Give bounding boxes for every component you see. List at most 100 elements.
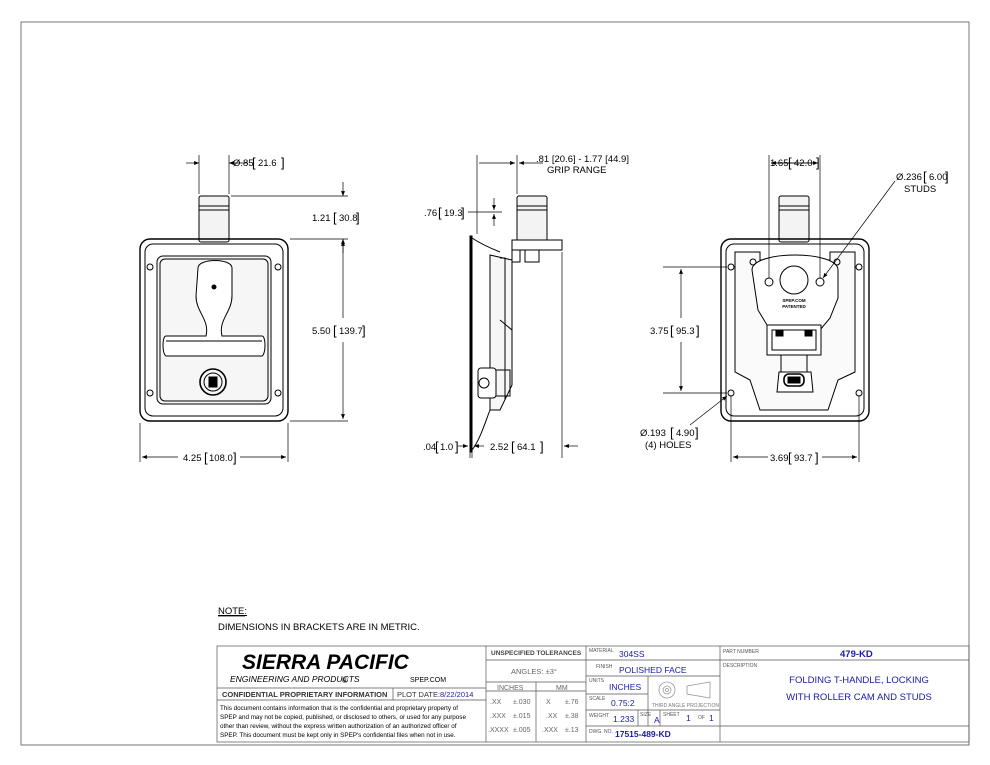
bracket: ] — [695, 425, 699, 440]
front-overall-width: 4.25 — [183, 453, 202, 464]
front-stem-dia-mm: 21.6 — [258, 158, 277, 169]
company-name: SIERRA PACIFIC — [242, 651, 410, 674]
tolerance-mm-label: MM — [556, 685, 568, 692]
bracket: [ — [333, 323, 337, 338]
tol-row-1-mm-fmt: X — [546, 699, 551, 706]
weight-value: 1.233 — [613, 714, 635, 724]
part-number-value: 479-KD — [840, 649, 873, 660]
tol-row-2-mm-val: ±.38 — [565, 713, 579, 720]
side-depth-mm: 64.1 — [517, 442, 536, 453]
tol-row-1-mm-val: ±.76 — [565, 699, 579, 706]
bracket: [ — [333, 210, 337, 225]
back-width-mm: 93.7 — [794, 453, 813, 464]
back-dims — [663, 155, 896, 462]
registered-mark: ® — [342, 676, 348, 685]
front-overall-height: 5.50 — [312, 326, 331, 337]
side-stem-offset: .76 — [424, 208, 437, 219]
dwg-no-label: DWG. NO. — [589, 729, 613, 735]
front-overall-width-mm: 108.0 — [209, 453, 233, 464]
back-stud-spacing: 1.65 — [770, 158, 789, 169]
back-hole-dia-mm: 4.90 — [676, 428, 695, 439]
confidential-heading: CONFIDENTIAL PROPRIETARY INFORMATION — [222, 690, 387, 699]
of-label: OF — [698, 715, 705, 721]
units-value: INCHES — [609, 682, 641, 692]
side-view — [469, 195, 563, 453]
back-width: 3.69 — [770, 453, 789, 464]
side-grip-range: .81 [20.6] - 1.77 [44.9] — [536, 154, 629, 165]
plot-date: 8/22/2014 — [440, 690, 473, 699]
bracket: [ — [435, 439, 439, 454]
company-sub: ENGINEERING AND PRODUCTS — [230, 674, 360, 684]
bracket: ] — [696, 323, 700, 338]
description-label: DESCRIPTION — [723, 663, 758, 669]
front-stem-height-mm: 30.8 — [339, 213, 358, 224]
tol-row-2-in-fmt: .XXX — [490, 713, 506, 720]
sheet-value: 1 — [686, 713, 691, 723]
bracket: [ — [788, 450, 792, 465]
bracket: ] — [945, 169, 949, 184]
title-block — [216, 645, 970, 743]
side-grip-label: GRIP RANGE — [547, 165, 606, 176]
bracket: [ — [670, 425, 674, 440]
finish-label: FINISH — [596, 664, 613, 670]
cam-stamp-2: PATENTED — [782, 304, 806, 309]
bracket: [ — [670, 323, 674, 338]
confidential-line-2: SPEP and may not be copied, published, o… — [220, 714, 466, 721]
front-dims — [139, 155, 348, 462]
size-label: SIZE — [640, 712, 652, 718]
back-hole-label: (4) HOLES — [645, 440, 691, 451]
confidential-line-3: other than review, without the express w… — [220, 723, 457, 730]
scale-value: 0.75:2 — [611, 698, 635, 708]
sheet-border — [20, 21, 970, 746]
front-view — [139, 195, 289, 422]
bracket: [ — [438, 205, 442, 220]
weight-label: WEIGHT — [589, 713, 609, 719]
back-hole-dia: Ø.193 — [640, 428, 666, 439]
confidential-line-1: This document contains information that … — [220, 705, 458, 712]
projection-label: THIRD ANGLE PROJECTION — [652, 703, 719, 709]
bracket: ] — [362, 323, 366, 338]
finish-value: POLISHED FACE — [619, 665, 687, 675]
back-stud-label: STUDS — [904, 184, 936, 195]
scale-label: SCALE — [589, 696, 606, 702]
side-flange-mm: 1.0 — [440, 442, 453, 453]
material-value: 304SS — [619, 649, 645, 659]
bracket: [ — [252, 155, 256, 170]
side-flange: .04 — [423, 442, 436, 453]
material-label: MATERIAL — [589, 648, 614, 654]
back-view — [720, 195, 870, 422]
bracket: [ — [204, 450, 208, 465]
side-stem-offset-mm: 19.3 — [444, 208, 463, 219]
description-line-2: WITH ROLLER CAM AND STUDS — [786, 692, 932, 703]
confidential-line-4: SPEP. This document must be kept only in… — [220, 732, 456, 739]
back-stud-dia: Ø.236 — [896, 172, 922, 183]
note-heading: NOTE: — [218, 606, 247, 617]
bracket: ] — [455, 439, 459, 454]
tol-row-2-mm-fmt: .XX — [546, 713, 558, 720]
side-dims — [458, 155, 578, 458]
bracket: ] — [356, 210, 360, 225]
tol-row-1-in-val: ±.030 — [513, 699, 531, 706]
tolerances-heading: UNSPECIFIED TOLERANCES — [491, 650, 582, 657]
bracket: ] — [815, 450, 819, 465]
bracket: ] — [281, 155, 285, 170]
cam-stamp-1: SPEP.COM — [782, 298, 805, 303]
tol-row-3-mm-val: ±.13 — [565, 727, 579, 734]
front-stem-dia: Ø.85 — [233, 158, 254, 169]
side-depth: 2.52 — [490, 442, 509, 453]
sheet-total: 1 — [709, 713, 714, 723]
bracket: [ — [923, 169, 927, 184]
front-overall-height-mm: 139.7 — [339, 326, 363, 337]
back-stud-spacing-mm: 42.0 — [794, 158, 813, 169]
front-stem-height: 1.21 — [312, 213, 331, 224]
back-hole-spacing: 3.75 — [650, 326, 669, 337]
note-text: DIMENSIONS IN BRACKETS ARE IN METRIC. — [218, 622, 420, 633]
tol-row-3-in-val: ±.005 — [513, 727, 531, 734]
bracket: ] — [233, 450, 237, 465]
tol-row-3-mm-fmt: .XXX — [542, 727, 558, 734]
back-stud-dia-mm: 6.00 — [929, 172, 948, 183]
tolerance-inches-label: INCHES — [497, 685, 524, 692]
bracket: ] — [816, 155, 820, 170]
tol-row-3-in-fmt: .XXXX — [488, 727, 509, 734]
